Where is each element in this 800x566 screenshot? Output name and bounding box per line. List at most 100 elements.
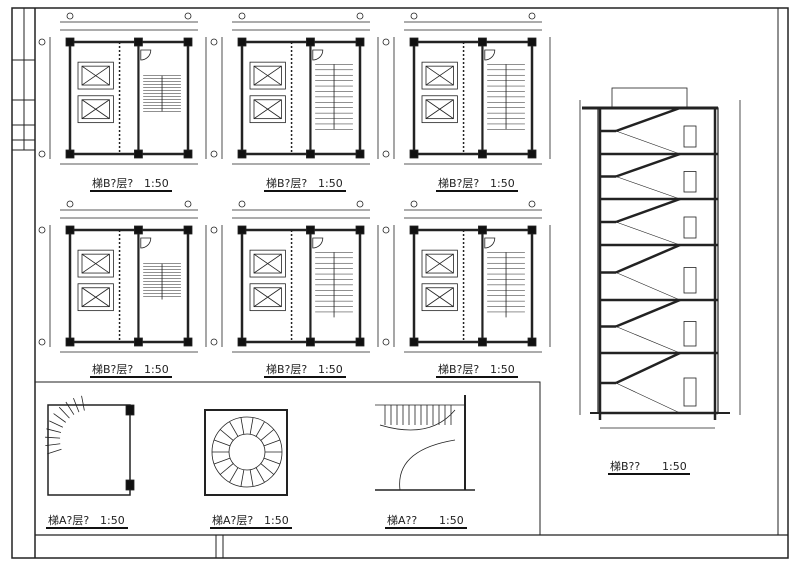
- column: [237, 225, 247, 235]
- drawing-title: 梯A?层?1:50: [210, 514, 292, 529]
- column: [478, 225, 487, 235]
- drawing-title-text: 梯B??: [610, 460, 640, 473]
- drawing-title: 梯B?层?1:50: [90, 363, 172, 378]
- stair-tread: [219, 463, 234, 475]
- column: [527, 337, 537, 347]
- elevator-car: [425, 253, 454, 274]
- stair-tread: [58, 406, 70, 419]
- elevator-cross: [81, 287, 110, 307]
- column: [355, 149, 365, 159]
- column: [183, 337, 193, 347]
- door-swing: [312, 49, 324, 61]
- stair-tread: [65, 401, 75, 415]
- stair-a-wall: [47, 404, 131, 496]
- axis-bubble: [382, 150, 390, 158]
- elevator-shaft: [77, 61, 114, 90]
- elevator-car: [81, 253, 110, 274]
- stair-tread: [263, 457, 281, 465]
- stair-tread: [249, 417, 254, 435]
- axis-bubble: [210, 38, 218, 46]
- drawing-title-text: 梯B?层?: [266, 363, 307, 376]
- stair-flight: [615, 351, 681, 385]
- stair-tread: [255, 467, 265, 483]
- door-swing: [140, 49, 152, 61]
- column: [134, 149, 143, 159]
- elevator-car: [253, 65, 282, 86]
- drawing-scale: 1:50: [144, 363, 169, 376]
- drawing-scale: 1:50: [318, 177, 343, 190]
- stair-flight: [615, 130, 681, 155]
- column: [478, 337, 487, 347]
- axis-bubble: [238, 12, 246, 20]
- elevator-cross: [81, 65, 110, 86]
- column: [355, 37, 365, 47]
- stair-tread: [229, 467, 239, 483]
- drawing-title-text: 梯B?层?: [438, 177, 479, 190]
- elevator-car: [425, 99, 454, 120]
- stair-b-floor-plan: [38, 12, 207, 165]
- stair-flight: [615, 243, 681, 274]
- stair-b-floor-plan: [210, 12, 379, 165]
- section-lines: [579, 87, 741, 429]
- column: [65, 37, 75, 47]
- drawing-title: 梯B??1:50: [608, 460, 690, 475]
- stair-tread: [240, 417, 245, 435]
- axis-bubble: [238, 200, 246, 208]
- window: [683, 321, 697, 347]
- window: [683, 267, 697, 294]
- column: [478, 149, 487, 159]
- column: [183, 37, 193, 47]
- axis-bubble: [38, 338, 46, 346]
- door-swing: [484, 237, 496, 249]
- drawing-scale: 1:50: [490, 177, 515, 190]
- column: [134, 37, 143, 47]
- drawing-title: 梯B?层? 1:50: [436, 177, 518, 192]
- stair-tread: [46, 428, 62, 433]
- wall: [412, 40, 534, 156]
- column: [306, 149, 315, 159]
- wall: [412, 228, 534, 344]
- column: [355, 337, 365, 347]
- axis-bubble: [66, 200, 74, 208]
- column: [237, 337, 247, 347]
- drawing-title: 梯A?层?1:50: [46, 514, 128, 529]
- column: [355, 225, 365, 235]
- wall: [68, 228, 190, 344]
- window: [683, 377, 697, 407]
- column: [409, 337, 419, 347]
- elevator-shaft: [77, 249, 114, 278]
- column: [237, 37, 247, 47]
- elevator-shaft: [249, 283, 286, 312]
- axis-bubble: [38, 226, 46, 234]
- elevator-shaft: [421, 249, 458, 278]
- stair-tread: [53, 413, 66, 423]
- stair-tread: [49, 420, 64, 428]
- column: [65, 149, 75, 159]
- elevator-cross: [81, 253, 110, 274]
- stair-tread: [229, 421, 239, 437]
- window: [683, 216, 697, 239]
- column: [478, 37, 487, 47]
- column: [527, 225, 537, 235]
- elevator-shaft: [421, 61, 458, 90]
- elevator-car: [425, 287, 454, 308]
- axis-bubble: [184, 200, 192, 208]
- spiral-inner: [228, 433, 266, 471]
- stair-tread: [47, 448, 62, 455]
- window: [683, 125, 697, 148]
- column: [183, 149, 193, 159]
- axis-bubble: [382, 38, 390, 46]
- elevator-cross: [425, 287, 454, 307]
- axis-bubble: [382, 226, 390, 234]
- axis-bubble: [66, 12, 74, 20]
- column: [65, 225, 75, 235]
- drawing-title: 梯A??1:50: [385, 514, 467, 529]
- stair-flight: [615, 106, 681, 133]
- axis-bubble: [382, 338, 390, 346]
- door-swing: [312, 237, 324, 249]
- elevator-shaft: [421, 283, 458, 312]
- stair-flight: [615, 272, 681, 301]
- drawing-scale: 1:50: [264, 514, 289, 527]
- drawing-title: 梯B?层?1:50: [264, 177, 346, 192]
